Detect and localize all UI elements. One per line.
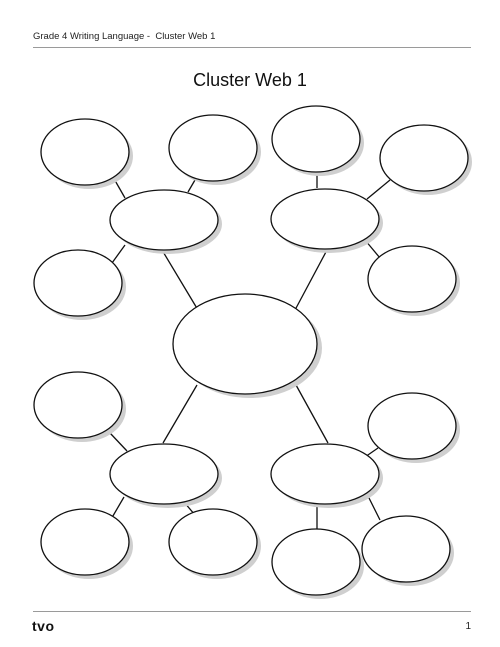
connector-lr-c: [366, 493, 381, 521]
bubble-ul-b: [168, 114, 261, 185]
bubble-lr-c: [361, 515, 454, 586]
bubble-lr-b: [271, 528, 364, 599]
connector-center-ul: [161, 249, 199, 311]
connector-center-ur: [294, 249, 328, 311]
connector-ul-c: [111, 244, 126, 264]
lower-left-cluster: [33, 371, 261, 579]
bubble-ll-b: [40, 508, 133, 579]
central-bubble: [172, 293, 322, 398]
bubble-ur-hub: [270, 188, 383, 253]
bubble-ur-c: [367, 245, 460, 316]
bubble-lr-a: [367, 392, 460, 463]
lower-right-cluster: [270, 392, 460, 599]
header-divider: [33, 47, 471, 48]
tvo-logo: tvo: [32, 618, 55, 634]
page-title: Cluster Web 1: [193, 70, 307, 90]
page-number: 1: [465, 621, 471, 632]
header-text: Grade 4 Writing Language - Cluster Web 1: [33, 31, 216, 42]
connector-center-lr: [295, 384, 329, 444]
bubble-ul-a: [40, 118, 133, 189]
bubble-ur-a: [271, 105, 364, 176]
bubble-ul-c: [33, 249, 126, 320]
bubble-ll-a: [33, 371, 126, 442]
connector-ur-b: [366, 179, 391, 200]
connector-center-ll: [162, 384, 198, 444]
bubble-ul-hub: [109, 189, 222, 254]
bubble-lr-hub: [270, 443, 383, 508]
connector-ul-b: [187, 179, 196, 193]
upper-left-cluster: [33, 114, 261, 320]
bubble-ur-b: [379, 124, 472, 195]
connector-ll-a: [109, 432, 128, 452]
bubble-ll-hub: [109, 443, 222, 508]
footer-divider: [33, 611, 471, 612]
upper-right-cluster: [270, 105, 472, 316]
bubble-ll-c: [168, 508, 261, 579]
